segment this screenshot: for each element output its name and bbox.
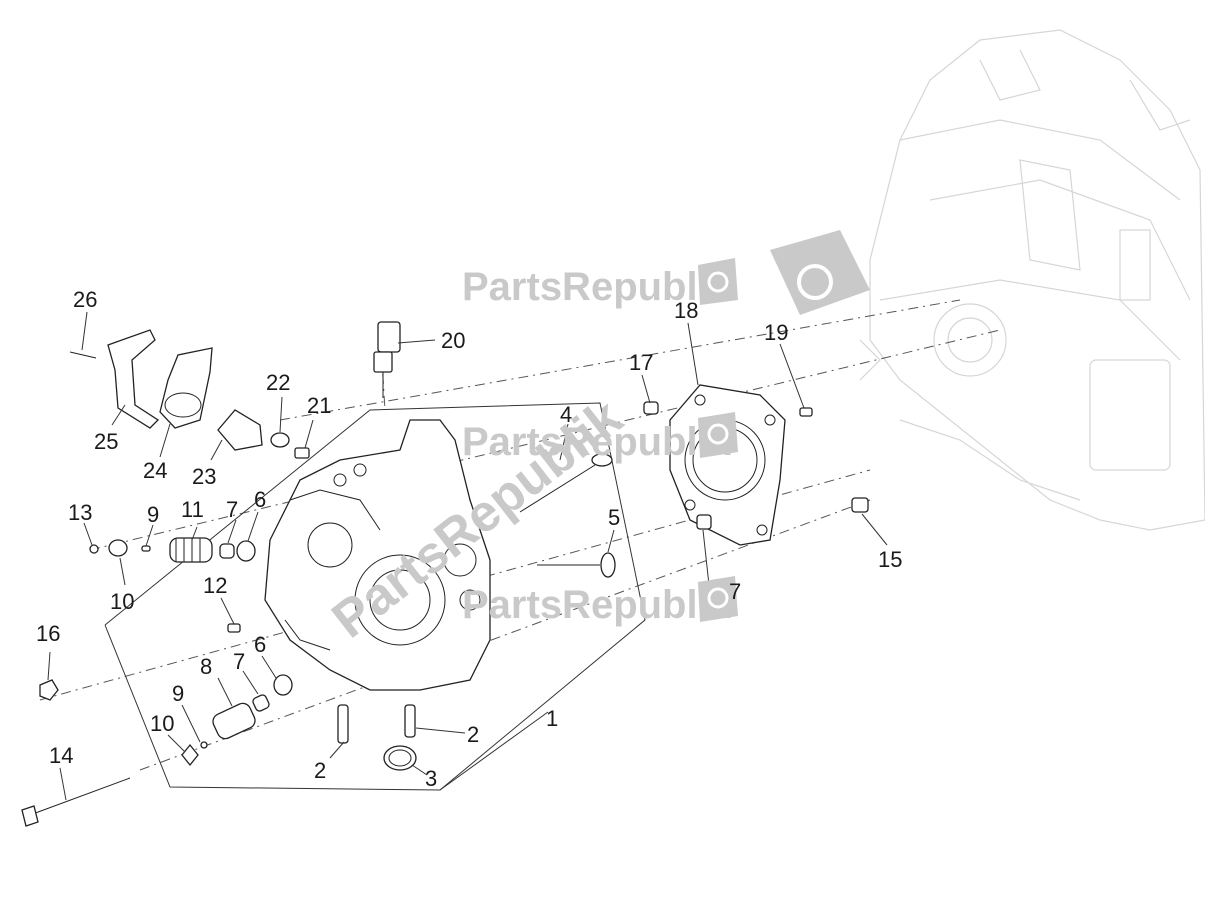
callout-6: 6 bbox=[254, 632, 266, 657]
callout-7: 7 bbox=[226, 497, 238, 522]
valves bbox=[519, 453, 616, 578]
callout-16: 16 bbox=[36, 621, 60, 646]
head-gasket bbox=[669, 384, 786, 546]
callout-7: 7 bbox=[729, 579, 741, 604]
watermarks: PartsRepublik PartsRepublik PartsRepubli… bbox=[322, 230, 870, 649]
cylinder-head bbox=[264, 419, 491, 691]
callout-9: 9 bbox=[147, 502, 159, 527]
callout-22: 22 bbox=[266, 370, 290, 395]
callouts: 1 2 2 3 4 5 6 6 7 7 7 8 9 9 10 10 11 12 … bbox=[36, 287, 902, 791]
callout-3: 3 bbox=[425, 766, 437, 791]
callout-9: 9 bbox=[172, 681, 184, 706]
group-1-outline bbox=[104, 402, 646, 791]
callout-17: 17 bbox=[629, 350, 653, 375]
ghost-engine-block bbox=[859, 29, 1205, 531]
callout-21: 21 bbox=[307, 393, 331, 418]
gear-flag-icon bbox=[770, 230, 870, 315]
gear-flag-icon bbox=[698, 258, 738, 305]
upper-valve-train bbox=[89, 537, 256, 563]
gear-flag-icon bbox=[698, 576, 738, 622]
callout-13: 13 bbox=[68, 500, 92, 525]
callout-19: 19 bbox=[764, 320, 788, 345]
callout-18: 18 bbox=[674, 298, 698, 323]
callout-15: 15 bbox=[878, 547, 902, 572]
watermark-text: PartsRepublik bbox=[462, 583, 732, 627]
callout-11: 11 bbox=[181, 497, 204, 522]
callout-23: 23 bbox=[192, 464, 216, 489]
callout-1: 1 bbox=[546, 706, 558, 731]
callout-5: 5 bbox=[608, 505, 620, 530]
callout-10: 10 bbox=[150, 711, 174, 736]
lower-valve-train bbox=[39, 674, 293, 767]
temperature-sender bbox=[373, 321, 401, 398]
callout-14: 14 bbox=[49, 743, 73, 768]
callout-2: 2 bbox=[314, 758, 326, 783]
callout-24: 24 bbox=[143, 458, 167, 483]
callout-20: 20 bbox=[441, 328, 465, 353]
callout-2: 2 bbox=[467, 722, 479, 747]
long-bolt bbox=[21, 777, 131, 827]
watermark-text: PartsRepublik bbox=[462, 265, 732, 309]
callout-10: 10 bbox=[110, 589, 134, 614]
callout-26: 26 bbox=[73, 287, 97, 312]
callout-12: 12 bbox=[203, 573, 227, 598]
callout-25: 25 bbox=[94, 429, 118, 454]
alignment-axes bbox=[39, 299, 1001, 771]
leader-lines bbox=[47, 311, 888, 801]
gear-flag-icon bbox=[698, 412, 738, 458]
watermark-text: PartsRepublik bbox=[462, 420, 732, 464]
callout-7: 7 bbox=[233, 649, 245, 674]
callout-4: 4 bbox=[560, 402, 572, 427]
callout-8: 8 bbox=[200, 654, 212, 679]
small-parts bbox=[227, 401, 869, 771]
callout-6: 6 bbox=[254, 487, 266, 512]
thermostat-group bbox=[69, 329, 310, 459]
